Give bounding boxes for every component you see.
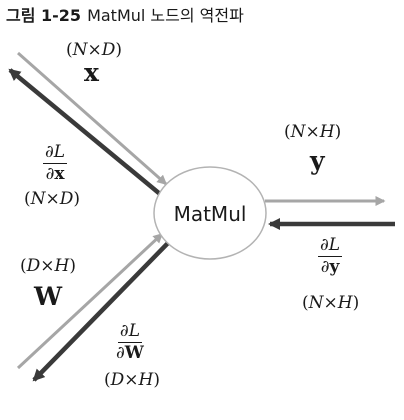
- figure-caption: 그림 1-25 MatMul 노드의 역전파: [6, 2, 244, 26]
- W-gradient-numerator: ∂L: [117, 321, 142, 343]
- W-symbol: W: [34, 282, 63, 311]
- W-shape-label: (D×H): [20, 256, 76, 276]
- y-symbol: y: [310, 146, 325, 175]
- W-gradient-denominator: ∂W: [116, 343, 144, 363]
- y-gradient-denominator: ∂y: [320, 257, 340, 277]
- x-gradient-fraction: ∂L ∂x: [43, 142, 68, 184]
- matmul-node-label: MatMul: [173, 202, 247, 226]
- matmul-node-circle: [153, 166, 267, 260]
- x-forward-arrow: [17, 51, 168, 186]
- y-shape-label: (N×H): [284, 122, 342, 142]
- figure-title: MatMul 노드의 역전파: [87, 6, 244, 25]
- y-gradient-shape-label: (N×H): [302, 293, 360, 313]
- x-gradient-shape-label: (N×D): [24, 189, 81, 209]
- y-gradient-numerator: ∂L: [318, 235, 343, 257]
- x-shape-label: (N×D): [66, 40, 123, 60]
- y-gradient-fraction: ∂L ∂y: [318, 235, 343, 277]
- W-gradient-fraction: ∂L ∂W: [116, 322, 144, 363]
- x-gradient-numerator: ∂L: [43, 142, 68, 164]
- x-symbol: x: [84, 58, 99, 87]
- W-forward-arrow: [16, 232, 164, 370]
- W-backward-arrow: [32, 241, 170, 382]
- matmul-node: MatMul: [155, 169, 265, 259]
- W-gradient-shape-label: (D×H): [104, 370, 160, 390]
- figure-number: 그림 1-25: [6, 6, 82, 25]
- x-backward-arrow: [8, 68, 162, 196]
- x-gradient-denominator: ∂x: [45, 164, 65, 184]
